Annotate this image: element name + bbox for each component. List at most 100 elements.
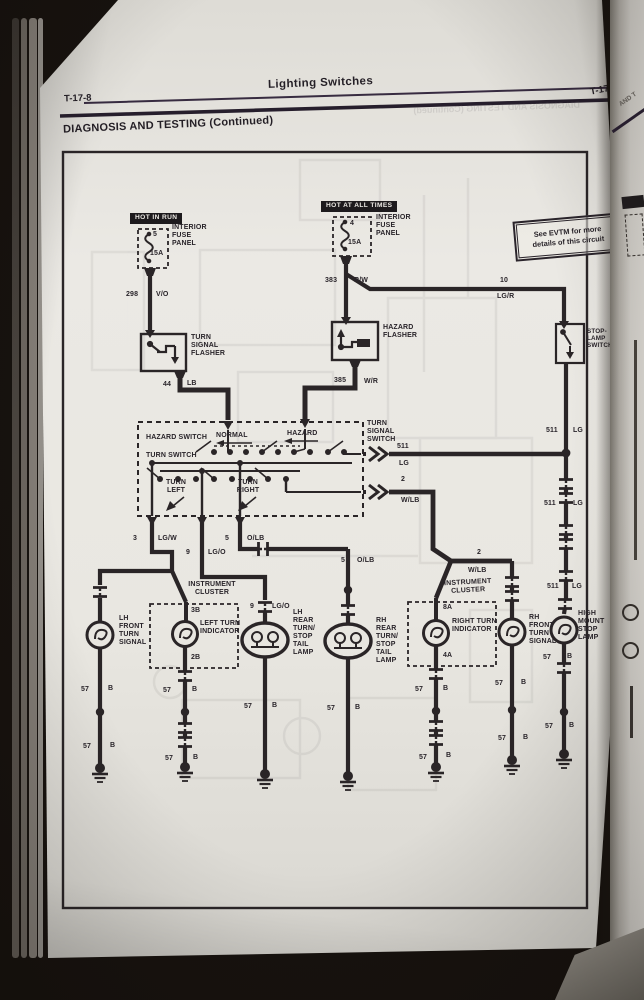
fuse-interior-panel-left [137,228,169,276]
turn-signal-flasher [139,332,188,378]
wire-383-color: R/W [354,277,369,284]
wire-3-lgw [91,518,188,622]
fuse2-id: 4 [350,220,355,227]
wire-44-color: LB [187,380,197,387]
fuse2-rating: 15A [348,239,362,246]
instrument-cluster-left-label: INSTRUMENT CLUSTER [188,581,236,596]
adjacent-fuse-box-fragment [624,213,644,257]
turn-signal-switch-box [137,421,364,526]
ground-lr-number: 57 [244,703,253,710]
wire-511-upper-number: 511 [546,427,558,434]
wire-9-color: LG/O [208,549,226,556]
wire-5-color: O/LB [247,535,265,542]
wire-511-d-color: LG [572,583,583,590]
wire-44-number: 44 [163,381,172,388]
ground-ri1-number: 57 [415,686,424,693]
turn-left-label: TURN LEFT [165,479,187,494]
adjacent-page-edge: AND T [610,0,644,960]
hot-in-run-tag: HOT IN RUN [130,213,183,224]
instrument-cluster-left [149,602,239,783]
hazard-flasher-label: HAZARD FLASHER [383,324,418,339]
diagram-frame [61,150,589,910]
wire-511-c-number: 511 [544,500,556,507]
fuse1-id: 5 [153,231,158,238]
stop-lamp-switch [554,322,586,450]
high-mount-stop-lamp-label: HIGH MOUNT STOP LAMP [578,610,605,641]
fuse1-location: INTERIOR FUSE PANEL [172,224,207,247]
ground-ri2-number: 57 [419,754,428,761]
wire-5-number: 5 [225,535,230,542]
page-edge-streak [12,18,19,958]
wire-10-color: LG/R [497,293,515,300]
wire-2b-number: 2 [477,549,482,556]
ground-hm1-color: B [567,653,573,660]
turn-signal-switch-label: TURN SIGNAL SWITCH [367,420,396,443]
wire-385-color: W/R [364,378,379,385]
wire-383-number: 383 [325,277,338,284]
ground-lf1-color: B [108,685,114,692]
adjacent-circle-fragment [622,642,639,659]
ground-ri2-color: B [446,752,452,759]
turn-right-label: TURN RIGHT [236,479,260,494]
ground-hm2-number: 57 [545,723,554,730]
fuse1-rating: 15A [150,250,164,257]
ground-li2-number: 57 [165,755,174,762]
ground-li1-number: 57 [163,687,172,694]
pin-8a: 8A [443,604,453,611]
ground-rf2-color: B [523,734,529,741]
page-edge-streak [38,18,43,958]
instrument-cluster-right-label: INSTRUMENT CLUSTER [443,577,492,595]
page-edge-streak [21,18,27,958]
ground-rf2-number: 57 [498,735,507,742]
rh-rear-lamp-label: RH REAR TURN/ STOP TAIL LAMP [376,617,399,664]
left-turn-indicator-label: LEFT TURN INDICATOR [200,620,241,635]
ground-lr-color: B [272,702,278,709]
ground-lf2-number: 57 [83,743,92,750]
hazard-switch-label: HAZARD SWITCH [146,434,208,441]
hot-at-all-times-tag: HOT AT ALL TIMES [321,201,398,212]
page-edge-streak [29,18,37,958]
wire-511-upper-color: LG [573,427,584,434]
wire-2b-color: W/LB [468,567,487,574]
wire-2-color: W/LB [401,497,420,504]
ground-rf1-color: B [521,679,527,686]
lh-rear-lamp-label: LH REAR TURN/ STOP TAIL LAMP [293,609,316,656]
stop-lamp-switch-label: STOP- LAMP SWITCH [587,328,613,350]
pin-2b: 2B [191,654,201,661]
ground-rr-number: 57 [327,705,336,712]
wire-511-h-number: 511 [397,443,409,450]
adjacent-circle-fragment [622,604,639,621]
ground-rr-color: B [355,704,361,711]
ground-lf1-number: 57 [81,686,90,693]
turn-switch-label: TURN SWITCH [146,452,197,459]
wire-2-number: 2 [401,476,406,483]
wire-511-c-color: LG [573,500,584,507]
wire-3-color: LG/W [158,535,177,542]
lh-front-turn-signal-label: LH FRONT TURN SIGNAL [119,615,147,646]
page-crease-shadow [596,0,612,960]
rh-front-turn-signal-label: RH FRONT TURN SIGNAL [529,614,557,645]
wire-44-lb [177,378,233,430]
wire-511-h-color: LG [399,460,410,467]
hazard-label: HAZARD [287,430,318,437]
fuse-interior-panel-right [332,216,372,264]
turn-signal-flasher-label: TURN SIGNAL FLASHER [191,334,226,357]
wire-9-number: 9 [186,549,191,556]
adjacent-black-box-fragment [621,194,644,210]
lh-front-turn-signal-lamp [85,620,115,784]
ground-li2-color: B [193,754,199,761]
wire-298-color: V/O [156,291,169,298]
hazard-flasher [330,320,380,367]
wire-511-lg [363,445,575,615]
ground-rf1-number: 57 [495,680,504,687]
adjacent-header-text: AND T [617,90,639,109]
header-rules [59,86,615,118]
wire-10-number: 10 [500,277,509,284]
adjacent-header-rule [611,101,644,134]
wire-298-number: 298 [126,291,139,298]
ground-ri1-color: B [443,685,449,692]
